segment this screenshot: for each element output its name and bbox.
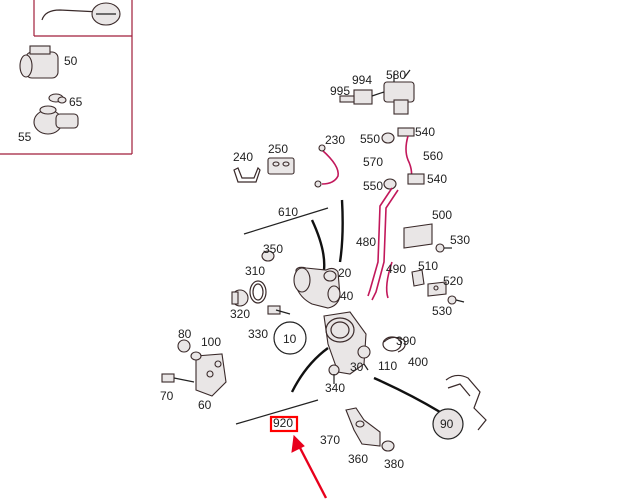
callout-labels: 994 580 995 230 550 540 240 250 570 560 … [160, 68, 470, 471]
inset-label-55: 55 [18, 130, 32, 144]
label-310: 310 [245, 264, 265, 278]
label-350: 350 [263, 242, 283, 256]
inset-part-55-drawing [33, 105, 79, 135]
label-40: 40 [340, 289, 354, 303]
label-10: 10 [283, 332, 297, 346]
label-490: 490 [386, 262, 406, 276]
label-390: 390 [396, 334, 416, 348]
label-480: 480 [356, 235, 376, 249]
label-520: 520 [443, 274, 463, 288]
label-60: 60 [198, 398, 212, 412]
inset-part-50-drawing [19, 45, 59, 79]
label-380: 380 [384, 457, 404, 471]
label-230: 230 [325, 133, 345, 147]
label-400: 400 [408, 355, 428, 369]
inset-part-65-drawing [48, 93, 67, 104]
label-370: 370 [320, 433, 340, 447]
label-995: 995 [330, 84, 350, 98]
label-240: 240 [233, 150, 253, 164]
label-80: 80 [178, 327, 192, 341]
label-250: 250 [268, 142, 288, 156]
label-550b: 550 [363, 179, 383, 193]
label-540b: 540 [427, 172, 447, 186]
label-100: 100 [201, 335, 221, 349]
inset-label-65: 65 [69, 95, 83, 109]
label-570: 570 [363, 155, 383, 169]
label-560: 560 [423, 149, 443, 163]
inset-label-50: 50 [64, 54, 78, 68]
label-110: 110 [378, 359, 397, 373]
label-920: 920 [273, 416, 293, 430]
label-580: 580 [386, 68, 406, 82]
label-20: 20 [338, 266, 352, 280]
label-510: 510 [418, 259, 438, 273]
label-550a: 550 [360, 132, 380, 146]
label-30: 30 [350, 360, 364, 374]
label-90: 90 [440, 417, 454, 431]
label-540a: 540 [415, 125, 435, 139]
part-drawings [161, 69, 487, 452]
label-530a: 530 [450, 233, 470, 247]
inset-panel: 50 65 55 [0, 0, 133, 155]
label-340: 340 [325, 381, 345, 395]
highlight-box [269, 415, 299, 433]
pointer-arrow [291, 434, 328, 499]
label-360: 360 [348, 452, 368, 466]
label-994: 994 [352, 73, 372, 87]
label-610: 610 [278, 205, 298, 219]
label-500: 500 [432, 208, 452, 222]
label-70: 70 [160, 389, 174, 403]
label-320: 320 [230, 307, 250, 321]
label-330: 330 [248, 327, 268, 341]
label-530b: 530 [432, 304, 452, 318]
